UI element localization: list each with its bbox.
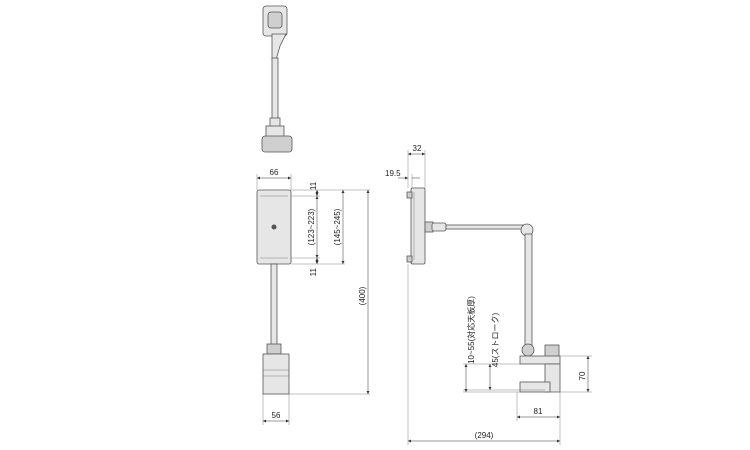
dim-holder-range-outer: (145~245) bbox=[333, 208, 342, 245]
side-view-tablet-holder bbox=[410, 187, 426, 265]
top-view-holder-knob bbox=[267, 11, 283, 29]
side-view-ball-joint bbox=[431, 222, 447, 232]
side-view: 32 19.5 10~55(対応天板厚) 45(ストローク) 70 81 (29… bbox=[385, 144, 592, 445]
dim-clamp-range: 10~55(対応天板厚) bbox=[466, 296, 476, 364]
side-view-vertical-arm bbox=[524, 233, 533, 347]
top-view-joint bbox=[271, 33, 287, 61]
side-view-lower-knob bbox=[521, 343, 535, 357]
top-view-clamp-base bbox=[261, 135, 293, 153]
dim-bottom-clearance: 11 bbox=[309, 267, 318, 276]
side-view-bottom-grip bbox=[406, 255, 413, 263]
front-view-clamp-body bbox=[262, 353, 290, 395]
dim-clamp-width: 56 bbox=[272, 411, 281, 420]
dim-holder-range-inner: (123~223) bbox=[307, 208, 316, 245]
front-view-arm bbox=[270, 263, 278, 347]
side-view-clamp-lock bbox=[544, 344, 560, 358]
top-view-arm bbox=[271, 57, 279, 121]
dim-holder-width: 66 bbox=[270, 168, 279, 177]
front-view-center-screw bbox=[271, 224, 277, 230]
dim-overall-height: (400) bbox=[358, 286, 367, 305]
dim-stroke: 45(ストローク) bbox=[491, 313, 500, 368]
dim-holder-depth: 32 bbox=[413, 144, 422, 153]
front-view-clamp-top bbox=[266, 343, 282, 355]
side-view-top-grip bbox=[406, 191, 413, 199]
dim-clamp-height: 70 bbox=[578, 371, 587, 380]
dim-holder-offset: 19.5 bbox=[385, 169, 401, 178]
side-view-clamp-bottom-jaw bbox=[519, 381, 551, 393]
front-view: 66 11 (123~223) 11 (145~245) (400) 56 bbox=[256, 168, 370, 425]
side-view-clamp-top-jaw bbox=[519, 355, 561, 365]
side-view-horizontal-arm bbox=[445, 224, 525, 230]
dim-clamp-depth: 81 bbox=[534, 407, 543, 416]
top-view bbox=[261, 5, 293, 153]
dim-top-clearance: 11 bbox=[309, 181, 318, 190]
dim-overall-reach: (294) bbox=[475, 431, 494, 440]
